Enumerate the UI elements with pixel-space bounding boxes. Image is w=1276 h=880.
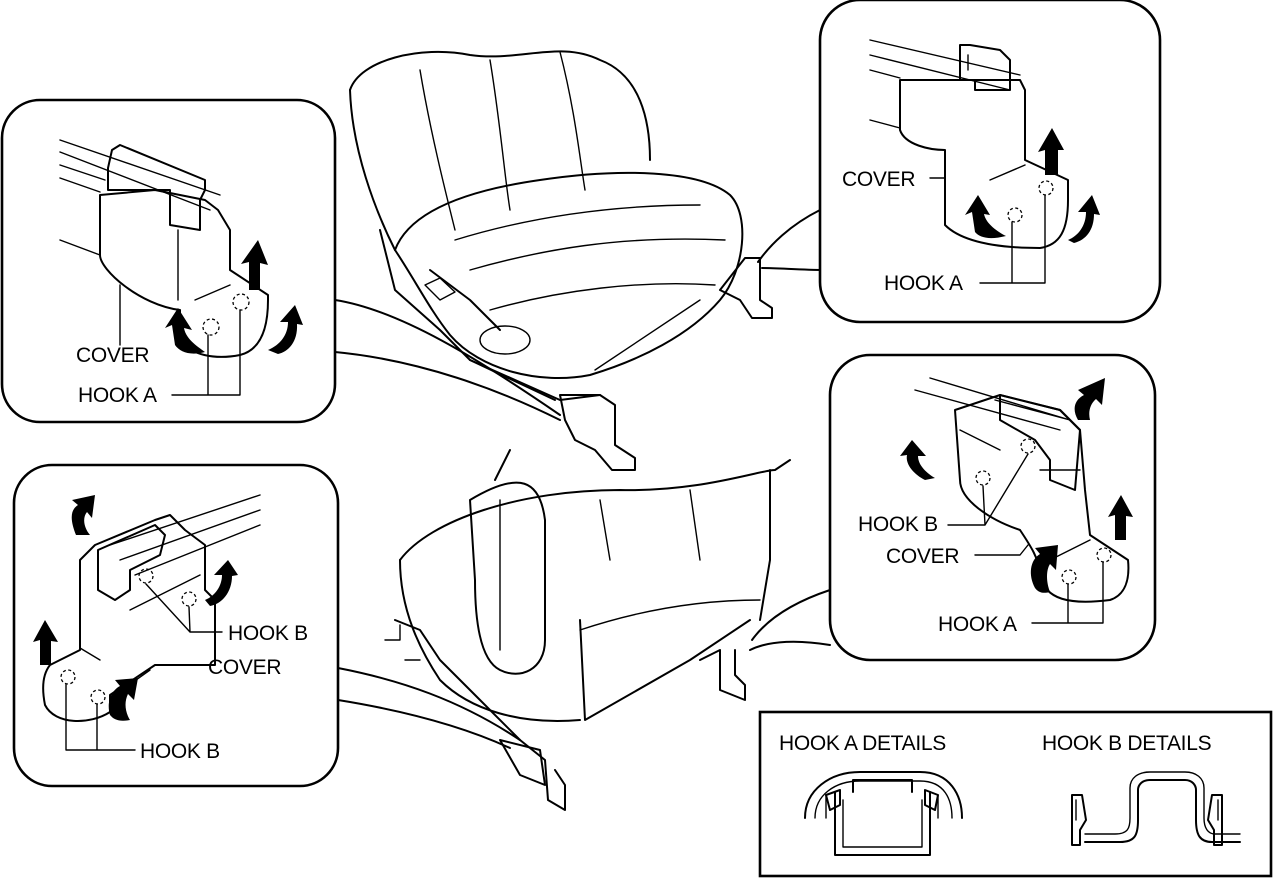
leader-lower-right [749, 589, 831, 651]
upper-seat-illustration [349, 50, 773, 471]
label-cover-upper-right: COVER [842, 168, 915, 191]
hook-a-detail-drawing [804, 771, 963, 856]
label-hook-b-lower-left-top: HOOK B [228, 622, 308, 645]
hook-details-panel: HOOK A DETAILS HOOK B DETAILS [758, 710, 1273, 878]
hook-b-detail-drawing [1071, 771, 1241, 846]
leader-lower-left [337, 667, 521, 749]
label-cover-lower-left: COVER [208, 656, 281, 679]
label-hook-b-details: HOOK B DETAILS [1042, 732, 1212, 755]
label-hook-a-lower-right: HOOK A [938, 613, 1017, 636]
label-hook-a-upper-right: HOOK A [884, 272, 963, 295]
label-hook-b-lower-left-bottom: HOOK B [140, 740, 220, 763]
label-cover-upper-left: COVER [76, 344, 149, 367]
callout-lower-right: HOOK B COVER HOOK A [828, 353, 1157, 662]
callout-lower-left: HOOK B COVER HOOK B [12, 463, 340, 788]
label-hook-a-details: HOOK A DETAILS [779, 732, 946, 755]
callout-upper-right: COVER HOOK A [818, 0, 1162, 324]
label-cover-lower-right: COVER [886, 545, 959, 568]
label-hook-a-upper-left: HOOK A [78, 384, 157, 407]
lower-seat-illustration [384, 449, 791, 811]
leader-upper-left [334, 299, 561, 421]
leader-upper-right [757, 209, 826, 271]
label-hook-b-lower-right: HOOK B [858, 513, 938, 536]
callout-upper-left: COVER HOOK A [0, 98, 337, 424]
